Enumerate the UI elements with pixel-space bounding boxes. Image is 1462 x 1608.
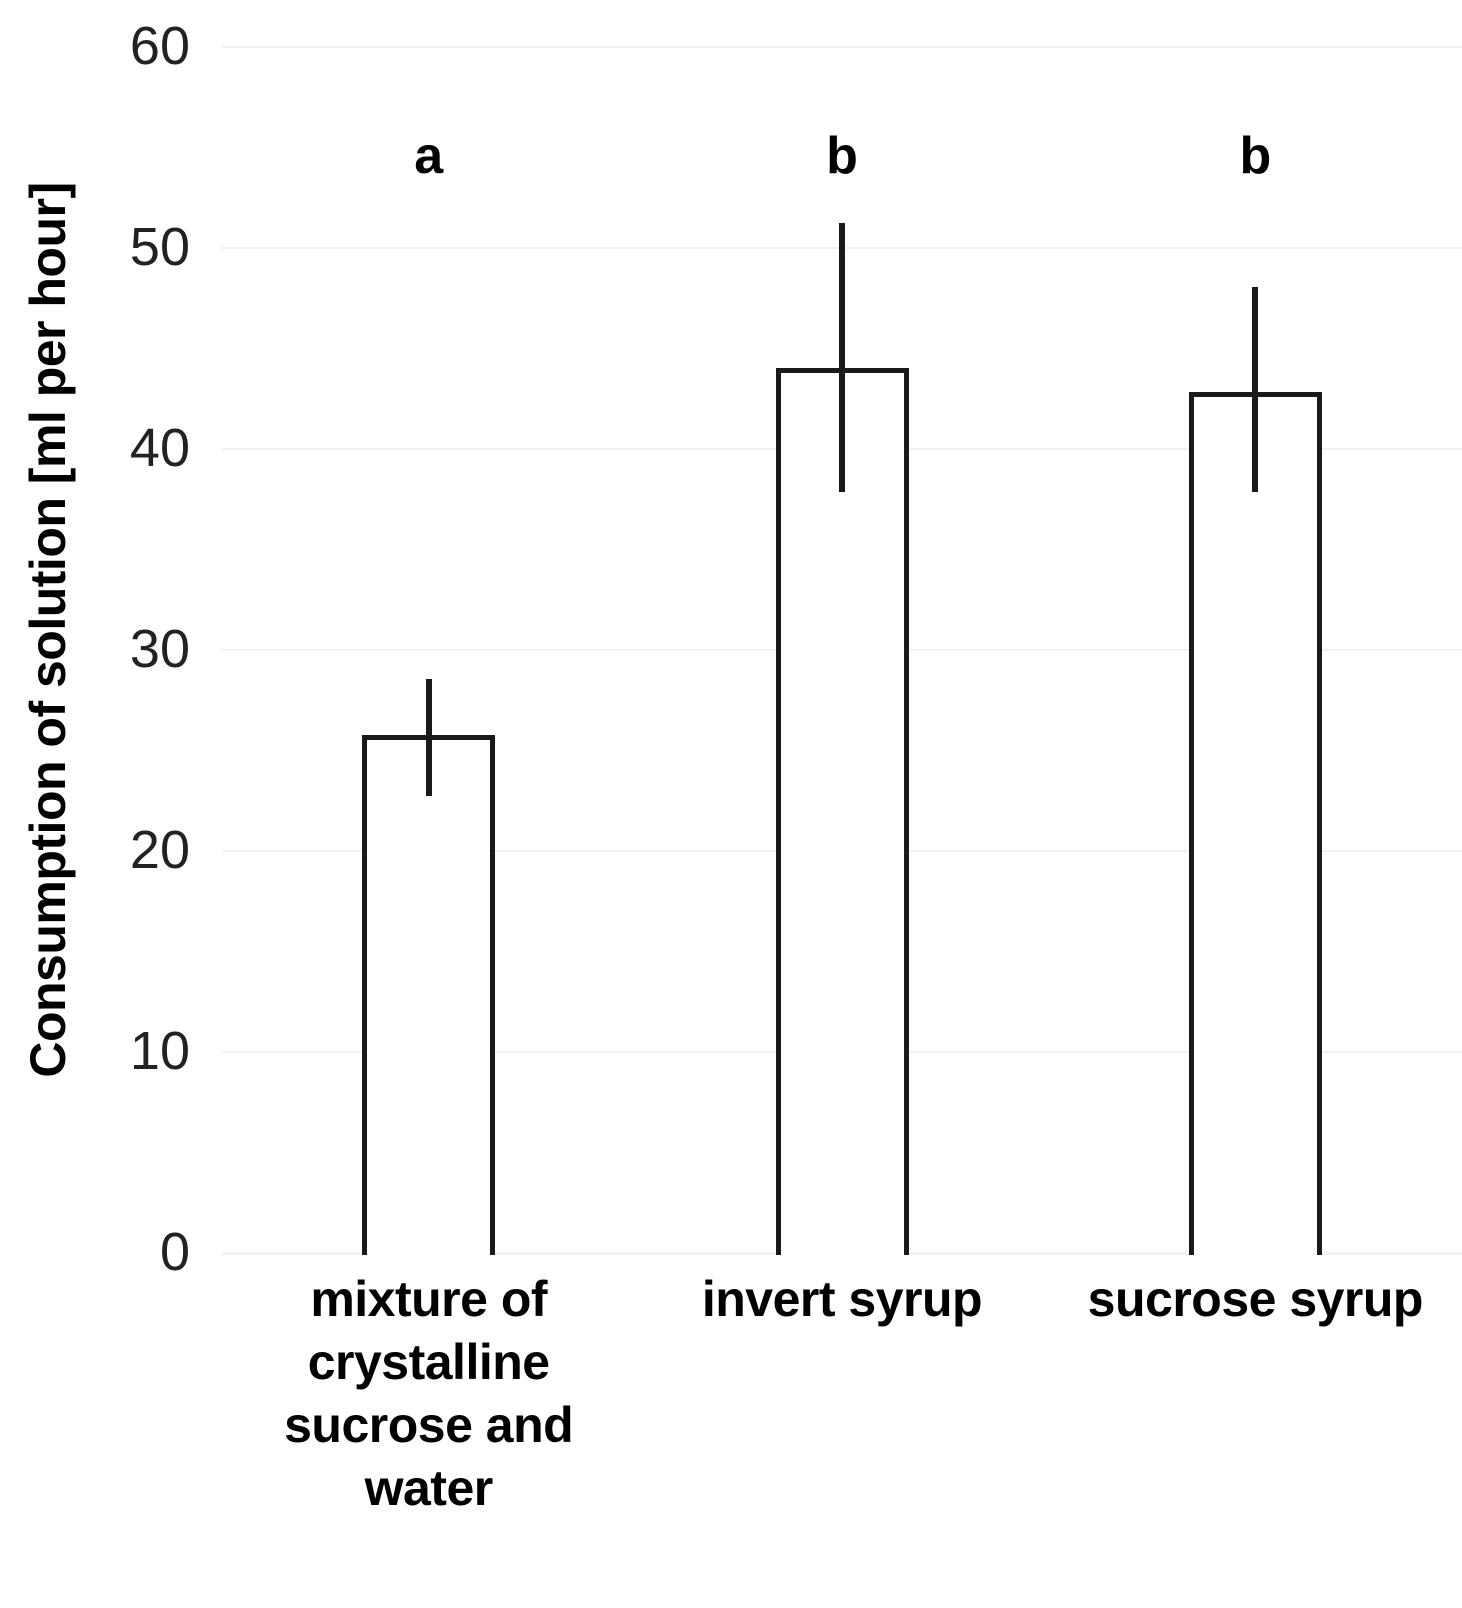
error-bar xyxy=(425,679,432,796)
x-category-label-line: sucrose and xyxy=(284,1397,574,1453)
gridline xyxy=(222,46,1462,48)
y-tick-label: 0 xyxy=(159,1222,190,1282)
error-bar xyxy=(839,222,845,493)
y-tick-label: 60 xyxy=(129,16,190,76)
significance-letter: b xyxy=(1239,127,1272,185)
bar xyxy=(1188,391,1322,1255)
y-axis-tick-labels: 0 10 20 30 40 50 60 xyxy=(40,0,190,1608)
bar xyxy=(362,735,496,1255)
x-category-label: mixture of crystalline sucrose and water xyxy=(222,1268,635,1520)
y-tick-label: 30 xyxy=(129,619,190,679)
x-category-label-line: mixture of xyxy=(310,1271,548,1327)
bar xyxy=(775,367,909,1255)
significance-letter: b xyxy=(826,127,858,185)
y-tick-label: 40 xyxy=(129,418,190,478)
x-category-label-line: sucrose syrup xyxy=(1087,1271,1424,1327)
significance-letter: a xyxy=(414,127,444,185)
y-tick-label: 10 xyxy=(129,1021,190,1081)
y-tick-label: 50 xyxy=(129,217,190,277)
x-category-label: invert syrup xyxy=(635,1268,1048,1331)
x-category-label-line: water xyxy=(364,1460,494,1516)
x-category-label-line: crystalline xyxy=(307,1334,550,1390)
x-category-label: sucrose syrup xyxy=(1049,1268,1462,1331)
y-tick-label: 20 xyxy=(129,820,190,880)
x-axis-category-labels: mixture of crystalline sucrose and water inv… xyxy=(222,1268,1462,1608)
error-bar xyxy=(1252,287,1259,493)
x-category-label-line: invert syrup xyxy=(701,1271,983,1327)
